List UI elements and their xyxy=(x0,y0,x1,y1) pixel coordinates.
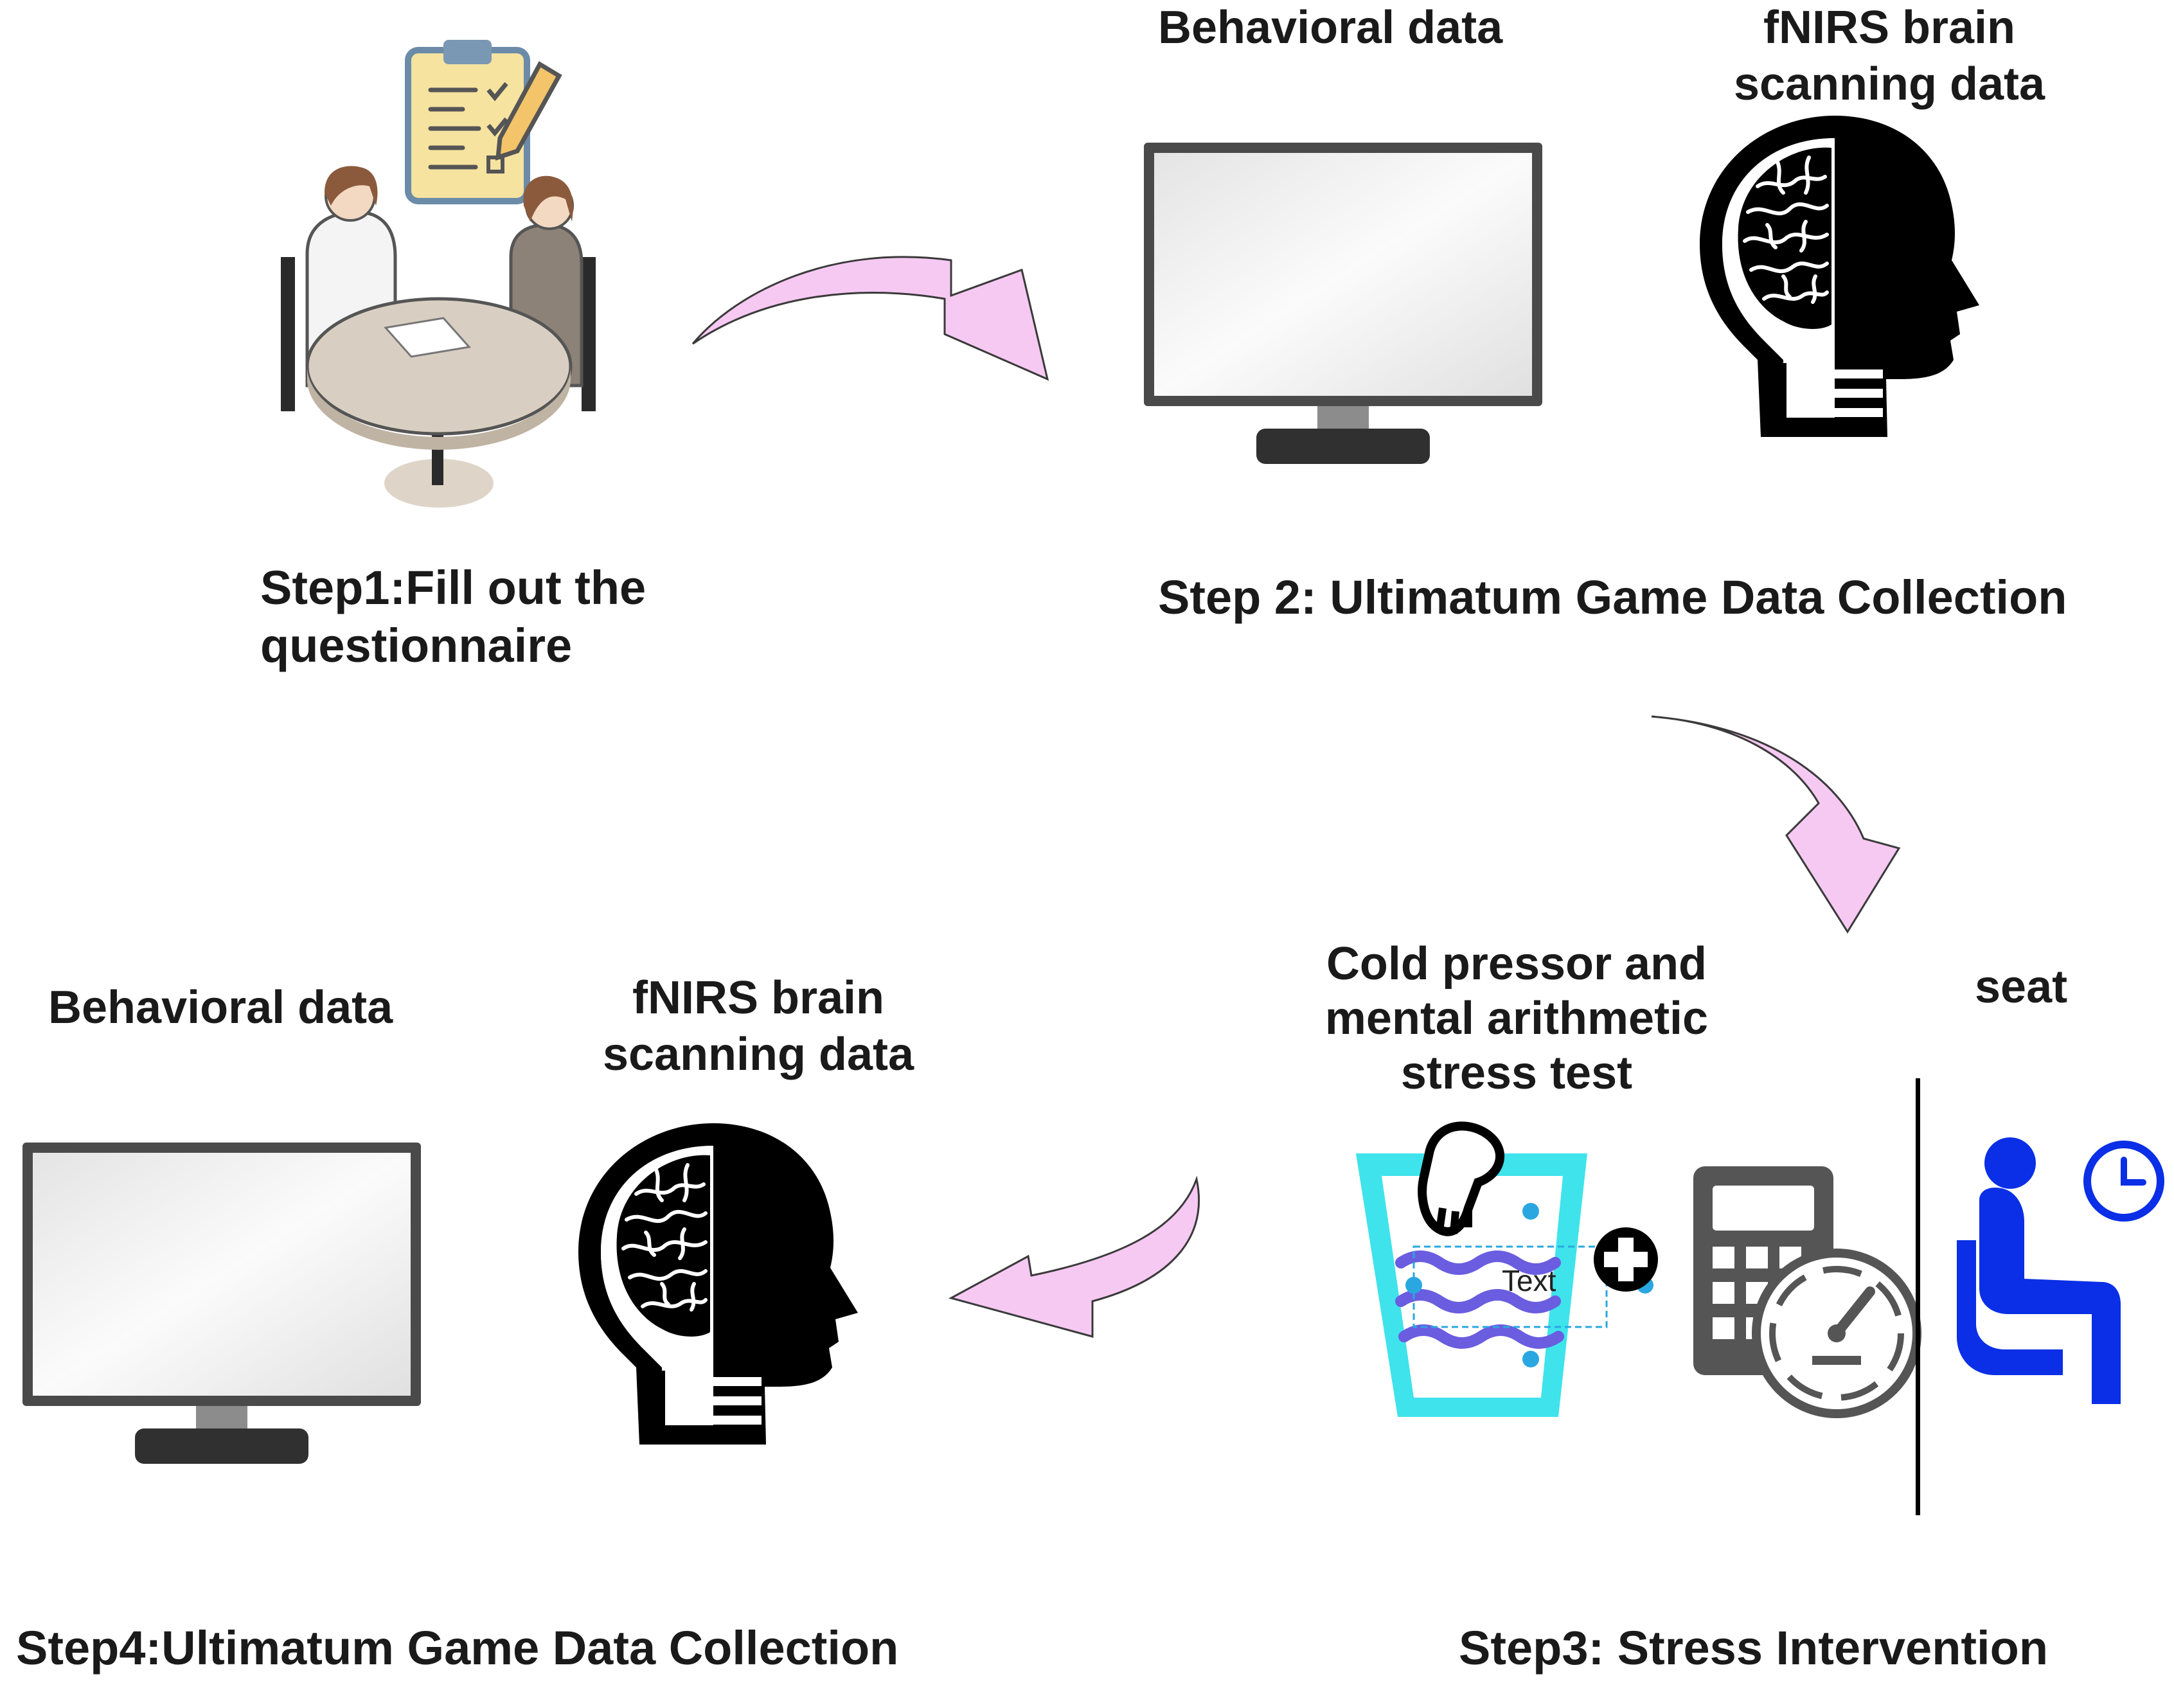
brain-scan-icon xyxy=(578,1123,858,1445)
plus-icon xyxy=(1594,1227,1658,1292)
step2-title: Step 2: Ultimatum Game Data Collection xyxy=(1158,571,2067,624)
divider-line xyxy=(1916,1078,1920,1515)
monitor-icon xyxy=(1144,143,1542,464)
seat-label: seat xyxy=(1975,961,2068,1013)
questionnaire-illustration xyxy=(281,40,596,508)
step4-fnirs-label: fNIRS brain scanning data xyxy=(566,970,951,1083)
step2-fnirs-line1: fNIRS brain xyxy=(1763,2,2016,53)
seated-person-icon xyxy=(1957,1137,2121,1404)
brain-scan-icon xyxy=(1700,116,1979,437)
step2-fnirs-label: fNIRS brain scanning data xyxy=(1697,0,2082,113)
cold-pressor-line3: stress test xyxy=(1400,1047,1633,1099)
step4-fnirs-line2: scanning data xyxy=(602,1028,914,1080)
clock-icon xyxy=(2083,1141,2164,1222)
step1-title-line2: questionnaire xyxy=(260,619,573,673)
step3-title: Step3: Stress Intervention xyxy=(1459,1621,2049,1675)
cold-pressor-line2: mental arithmetic xyxy=(1324,992,1709,1044)
step4-behavioral-label: Behavioral data xyxy=(48,982,393,1033)
speedometer-icon xyxy=(1752,1249,1921,1418)
cold-pressor-line1: Cold pressor and xyxy=(1326,938,1707,990)
flow-arrow-3-to-4 xyxy=(948,1175,1200,1338)
monitor-icon xyxy=(22,1143,421,1464)
cold-pressor-label: Cold pressor and mental arithmetic stres… xyxy=(1272,937,1761,1101)
step4-title: Step4:Ultimatum Game Data Collection xyxy=(16,1621,899,1675)
step2-behavioral-label: Behavioral data xyxy=(1158,2,1503,53)
step2-fnirs-line2: scanning data xyxy=(1733,58,2045,110)
step4-fnirs-line1: fNIRS brain xyxy=(632,972,885,1024)
hand-icon xyxy=(1418,1121,1505,1236)
step1-title: Step1:Fill out the questionnaire xyxy=(260,559,646,675)
textbox-placeholder: Text xyxy=(1502,1264,1556,1297)
cold-pressor-illustration xyxy=(1356,1121,1653,1417)
flow-arrow-2-to-3 xyxy=(1651,715,1901,934)
step1-title-line1: Step1:Fill out the xyxy=(260,561,646,614)
clipboard-icon xyxy=(405,40,562,204)
flow-arrow-1-to-2 xyxy=(691,256,1049,381)
